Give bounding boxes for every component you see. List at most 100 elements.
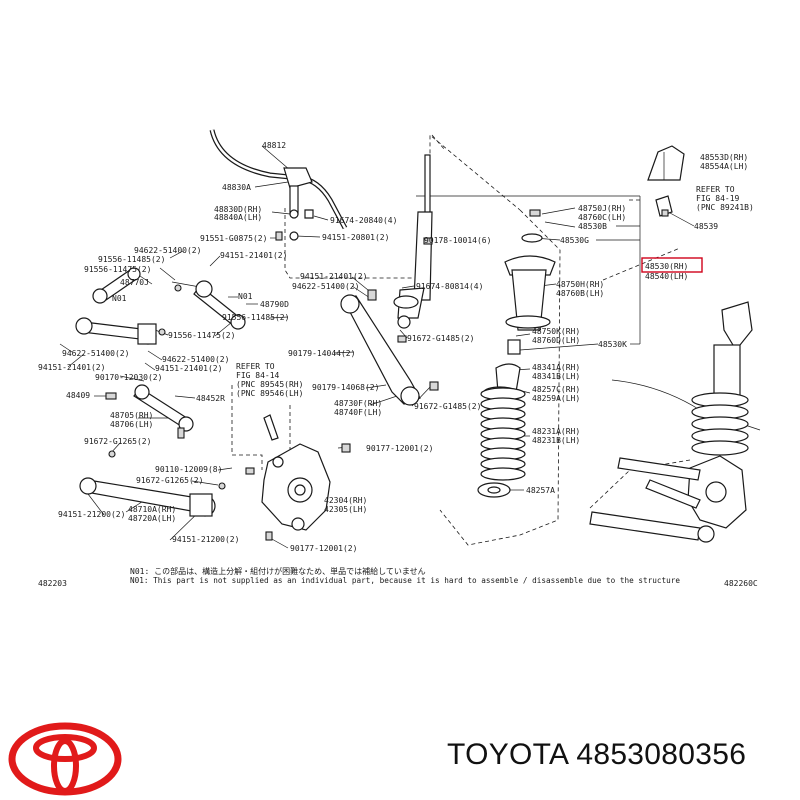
label-48530g: 48530G <box>560 236 589 245</box>
highlight-box <box>641 257 703 273</box>
dashed-outlines <box>231 134 691 546</box>
stabilizer-bar <box>209 129 348 241</box>
refer-to-left: REFER TO FIG 84-14 (PNC 89545(RH) (PNC 8… <box>236 362 303 398</box>
label-48530-rh: 48530(RH) <box>645 262 688 271</box>
label-94151-21401-top: 94151-21401(2) <box>220 251 287 260</box>
refer-to-top: REFER TO FIG 84-19 (PNC 89241B) <box>696 185 754 212</box>
label-91556-11485-a: 91556-11485(2) <box>98 255 165 264</box>
footnotes: N01: この部品は、構造上分解・組付けが困難なため、単品では補給していません … <box>38 566 758 588</box>
label-90177-12001-b: 90177-12001(2) <box>290 544 357 553</box>
spring-stack <box>477 209 556 498</box>
label-42304: 42304(RH) <box>324 496 367 505</box>
note-english: N01: This part is not supplied as an ind… <box>130 576 680 585</box>
label-48790d: 48790D <box>260 300 289 309</box>
trailing-arm <box>340 289 439 406</box>
label-94151-21200-b: 94151-21200(2) <box>172 535 239 544</box>
rear-axle-carrier <box>245 414 351 541</box>
label-48760b: 48760B(LH) <box>556 289 604 298</box>
label-94151-21401-left: 94151-21401(2) <box>38 363 105 372</box>
label-91674-80814: 91674-80814(4) <box>416 282 483 291</box>
label-90170-12030: 90170-12030(2) <box>95 373 162 382</box>
label-48231b: 48231B(LH) <box>532 436 580 445</box>
toyota-logo-icon <box>8 722 122 796</box>
label-48257c: 48257C(RH) <box>532 385 580 394</box>
label-48750h: 48750H(RH) <box>556 280 604 289</box>
label-91556-11475-b: 91556-11475(2) <box>168 331 235 340</box>
label-90177-12001-a: 90177-12001(2) <box>366 444 433 453</box>
label-48706: 48706(LH) <box>110 420 153 429</box>
label-91551-g0875: 91551-G0875(2) <box>200 234 267 243</box>
refer-left-line-4: (PNC 89546(LH) <box>236 389 303 398</box>
label-48530b: 48530B <box>578 222 607 231</box>
refer-left-line-2: FIG 84-14 <box>236 371 280 380</box>
label-90179-14044: 90179-14044(2) <box>288 349 355 358</box>
label-91672-g1485-b: 91672-G1485(2) <box>414 402 481 411</box>
label-94151-20801: 94151-20801(2) <box>322 233 389 242</box>
label-91672-g1265-b: 91672-G1265(2) <box>136 476 203 485</box>
upper-arms <box>75 267 246 345</box>
refer-left-line-3: (PNC 89545(RH) <box>236 380 303 389</box>
label-91672-g1265-a: 91672-G1265(2) <box>84 437 151 446</box>
label-90179-14068: 90179-14068(2) <box>312 383 379 392</box>
label-94622-51400-mid: 94622-51400(2) <box>162 355 229 364</box>
label-n01-a: N01 <box>112 294 127 303</box>
label-48409: 48409 <box>66 391 90 400</box>
label-48770j: 48770J <box>120 278 149 287</box>
refer-top-line-1: REFER TO <box>696 185 735 194</box>
label-42305: 42305(LH) <box>324 505 367 514</box>
label-48830a: 48830A <box>222 183 251 192</box>
label-48341a: 48341A(RH) <box>532 363 580 372</box>
label-48830d: 48830D(RH) <box>214 205 262 214</box>
label-48452r: 48452R <box>196 394 225 403</box>
toe-arm <box>105 384 194 439</box>
label-94622-51400-c: 94622-51400(2) <box>292 282 359 291</box>
label-48554a: 48554A(LH) <box>700 162 748 171</box>
label-48740f: 48740F(LH) <box>334 408 382 417</box>
label-91556-11485-b: 91556-11485(2) <box>222 313 289 322</box>
label-91674-20840: 91674-20840(4) <box>330 216 397 225</box>
part-labels: 48812 48830A 48830D(RH) 48840A(LH) 91674… <box>38 141 748 553</box>
label-90110-12009: 90110-12009(8) <box>155 465 222 474</box>
code-left: 482203 <box>38 579 67 588</box>
refer-top-line-3: (PNC 89241B) <box>696 203 754 212</box>
label-48750j: 48750J(RH) <box>578 204 626 213</box>
label-94151-21401-c: 94151-21401(2) <box>300 272 367 281</box>
refer-top-line-2: FIG 84-19 <box>696 194 740 203</box>
refer-left-line-1: REFER TO <box>236 362 275 371</box>
label-48730f: 48730F(RH) <box>334 399 382 408</box>
label-48750k: 48750K(RH) <box>532 327 580 336</box>
label-48257a: 48257A <box>526 486 555 495</box>
label-48539: 48539 <box>694 222 718 231</box>
label-94622-51400-left: 94622-51400(2) <box>62 349 129 358</box>
label-48259a: 48259A(LH) <box>532 394 580 403</box>
assembled-suspension <box>589 301 761 543</box>
label-48341b: 48341B(LH) <box>532 372 580 381</box>
label-48553d: 48553D(RH) <box>700 153 748 162</box>
label-48840a: 48840A(LH) <box>214 213 262 222</box>
upper-mount <box>647 145 685 217</box>
label-48812: 48812 <box>262 141 286 150</box>
lower-arm <box>79 450 226 517</box>
label-48705: 48705(RH) <box>110 411 153 420</box>
label-n01-b: N01 <box>238 292 253 301</box>
label-48760c: 48760C(LH) <box>578 213 626 222</box>
coil-spring <box>480 387 526 481</box>
label-48231a: 48231A(RH) <box>532 427 580 436</box>
label-91556-11475-a: 91556-11475(2) <box>84 265 151 274</box>
label-48760d: 48760D(LH) <box>532 336 580 345</box>
note-japanese: N01: この部品は、構造上分解・組付けが困難なため、単品では補給していません <box>130 566 426 576</box>
shock-absorber <box>393 154 433 329</box>
label-91672-g1485-a: 91672-G1485(2) <box>407 334 474 343</box>
brand-part-number: TOYOTA 4853080356 <box>447 738 747 771</box>
code-right: 482260C <box>724 579 758 588</box>
label-48720a: 48720A(LH) <box>128 514 176 523</box>
label-48540-lh: 48540(LH) <box>645 272 688 281</box>
label-94622-51400-top: 94622-51400(2) <box>134 246 201 255</box>
label-48530k: 48530K <box>598 340 627 349</box>
label-94151-21401-mid: 94151-21401(2) <box>155 364 222 373</box>
label-48710a: 48710A(RH) <box>128 505 176 514</box>
label-94151-21200-a: 94151-21200(2) <box>58 510 125 519</box>
label-90178-10014: 90178-10014(6) <box>424 236 491 245</box>
assembled-coil <box>691 392 749 456</box>
